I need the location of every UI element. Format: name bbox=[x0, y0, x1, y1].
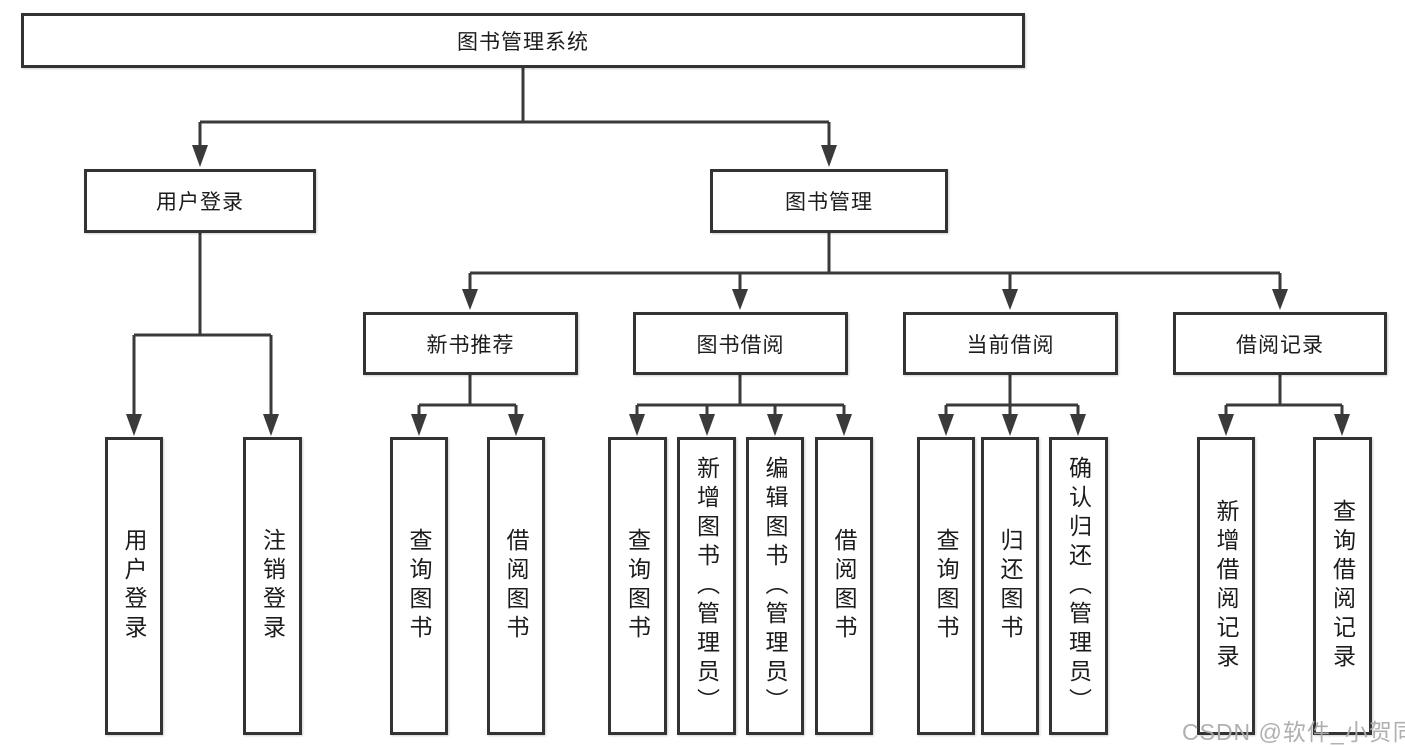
leaf-label: 查询图书 bbox=[933, 528, 959, 644]
node-label: 图书管理系统 bbox=[457, 30, 589, 54]
leaf-label: 借阅图书 bbox=[503, 528, 529, 644]
node-label: 借阅记录 bbox=[1236, 333, 1324, 357]
node-label: 图书管理 bbox=[785, 191, 873, 214]
leaf-label: 借阅图书 bbox=[831, 528, 857, 644]
leaf-label: 查询借阅记录 bbox=[1329, 499, 1356, 673]
leaf-user-login: 用户登录 bbox=[105, 437, 163, 735]
node-label: 图书借阅 bbox=[696, 333, 785, 357]
leaf-add-books-admin: 新增图书（管理员） bbox=[677, 437, 736, 735]
node-library-management-system: 图书管理系统 bbox=[21, 13, 1025, 68]
csdn-watermark: CSDN @软件_小贺同学 bbox=[1182, 719, 1405, 745]
leaf-label: 用户登录 bbox=[121, 528, 147, 644]
leaf-query-books-recommend: 查询图书 bbox=[390, 437, 448, 735]
leaf-query-books-borrow: 查询图书 bbox=[608, 437, 667, 735]
node-current-borrowing: 当前借阅 bbox=[903, 312, 1118, 375]
leaf-add-borrow-record: 新增借阅记录 bbox=[1197, 437, 1255, 735]
node-book-management: 图书管理 bbox=[710, 169, 948, 233]
leaf-label: 归还图书 bbox=[997, 528, 1023, 644]
leaf-label: 注销登录 bbox=[259, 528, 286, 644]
leaf-query-books-current: 查询图书 bbox=[917, 437, 975, 735]
leaf-label: 查询图书 bbox=[406, 528, 432, 644]
leaf-label: 编辑图书（管理员） bbox=[762, 455, 788, 717]
node-book-borrowing: 图书借阅 bbox=[633, 312, 848, 375]
leaf-confirm-return-admin: 确认归还（管理员） bbox=[1049, 437, 1108, 735]
node-new-book-recommendation: 新书推荐 bbox=[363, 312, 578, 375]
node-label: 用户登录 bbox=[156, 191, 244, 214]
leaf-edit-books-admin: 编辑图书（管理员） bbox=[746, 437, 804, 735]
node-label: 当前借阅 bbox=[966, 333, 1055, 357]
leaf-query-borrow-record: 查询借阅记录 bbox=[1313, 437, 1372, 735]
node-user-login: 用户登录 bbox=[84, 169, 316, 233]
leaf-label: 查询图书 bbox=[624, 528, 651, 644]
node-borrowing-records: 借阅记录 bbox=[1173, 312, 1387, 375]
leaf-label: 新增图书（管理员） bbox=[693, 455, 720, 717]
leaf-borrow-books: 借阅图书 bbox=[815, 437, 873, 735]
node-label: 新书推荐 bbox=[426, 333, 515, 357]
leaf-borrow-books-recommend: 借阅图书 bbox=[487, 437, 545, 735]
leaf-label: 新增借阅记录 bbox=[1213, 499, 1239, 673]
leaf-return-books: 归还图书 bbox=[981, 437, 1039, 735]
leaf-label: 确认归还（管理员） bbox=[1065, 455, 1092, 717]
leaf-logout: 注销登录 bbox=[243, 437, 302, 735]
